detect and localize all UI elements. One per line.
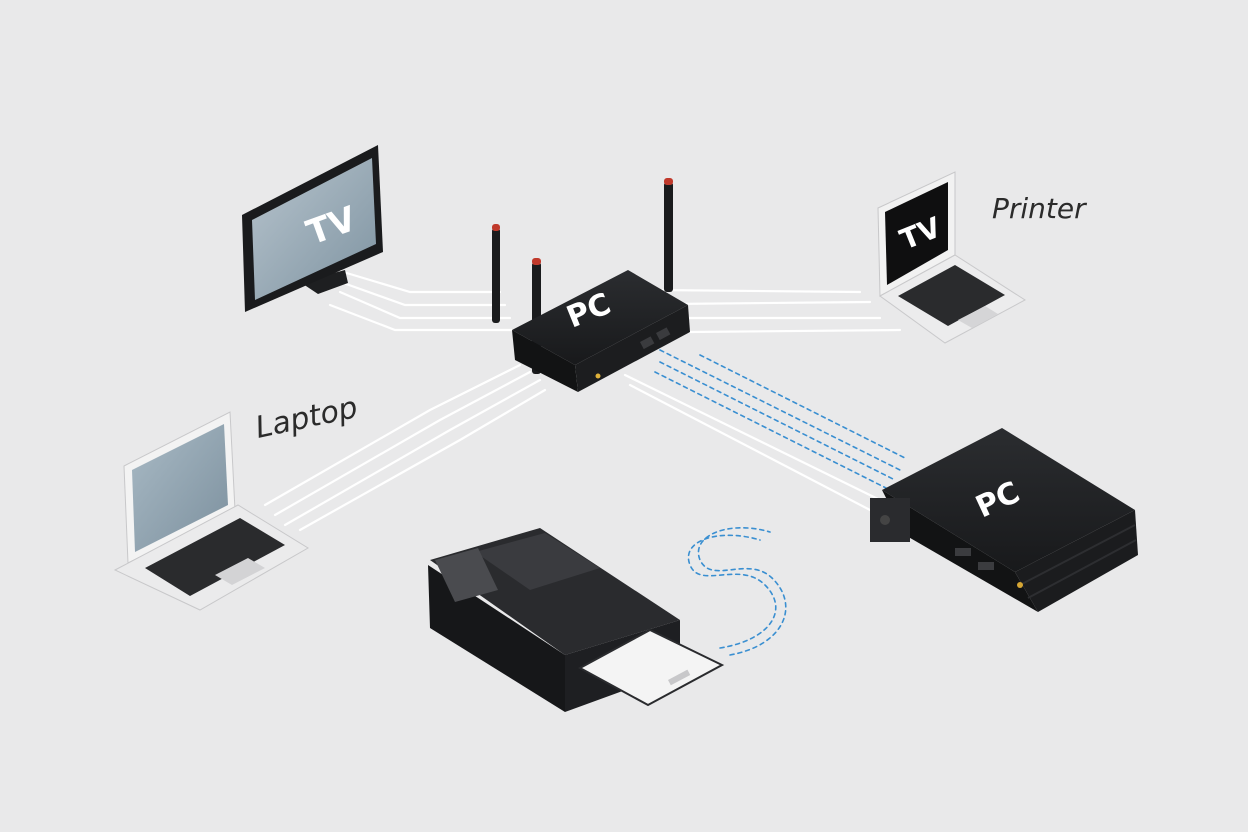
printer-input-tray (435, 548, 498, 602)
router-led (595, 373, 601, 379)
laptop-left-trackpad (215, 558, 265, 585)
laptop-right-device[interactable]: TV (877, 171, 1026, 344)
router-top (512, 270, 688, 365)
pc-box-side (1015, 510, 1138, 612)
router-port-2 (656, 327, 671, 341)
laptop-left-keyboard (145, 518, 285, 596)
laptop-caption: Laptop (252, 390, 360, 446)
pc-box-device[interactable]: PC (870, 428, 1138, 612)
router-pc-cables (623, 373, 882, 512)
router-laptop-left-cables (263, 363, 547, 532)
printer-paper-tab (668, 669, 691, 686)
pc-box-stripe-1 (1019, 524, 1136, 586)
tv-stand (300, 270, 348, 294)
wireless-links (654, 349, 906, 656)
printer-device[interactable] (428, 528, 725, 712)
laptop-right-keyboard (898, 265, 1005, 326)
printer-scanner-lid (475, 533, 600, 590)
tv-router-cables (328, 266, 514, 332)
laptop-left-screen (132, 424, 228, 552)
pc-box-port-1 (880, 515, 890, 525)
laptop-right-screen (885, 182, 948, 285)
pc-box-led (1017, 582, 1023, 588)
pc-box-port-2 (955, 548, 971, 556)
router-front (512, 330, 578, 392)
router-laptop-right-cables (653, 288, 902, 334)
pc-box-port-3 (978, 562, 994, 570)
printer-paper-output (577, 628, 725, 707)
router-device[interactable]: PC (492, 178, 690, 392)
printer-body-front (428, 565, 565, 712)
pc-box-top (882, 428, 1135, 572)
laptop-left-device[interactable] (113, 411, 309, 611)
pc-box-stripe-2 (1027, 539, 1137, 599)
printer-caption: Printer (992, 192, 1087, 225)
cables (263, 266, 906, 656)
router-port-1 (640, 336, 655, 350)
tv-device[interactable]: TV (242, 145, 383, 312)
router-side (575, 305, 690, 392)
laptop-right-trackpad (958, 306, 998, 328)
tv-screen (252, 158, 376, 300)
